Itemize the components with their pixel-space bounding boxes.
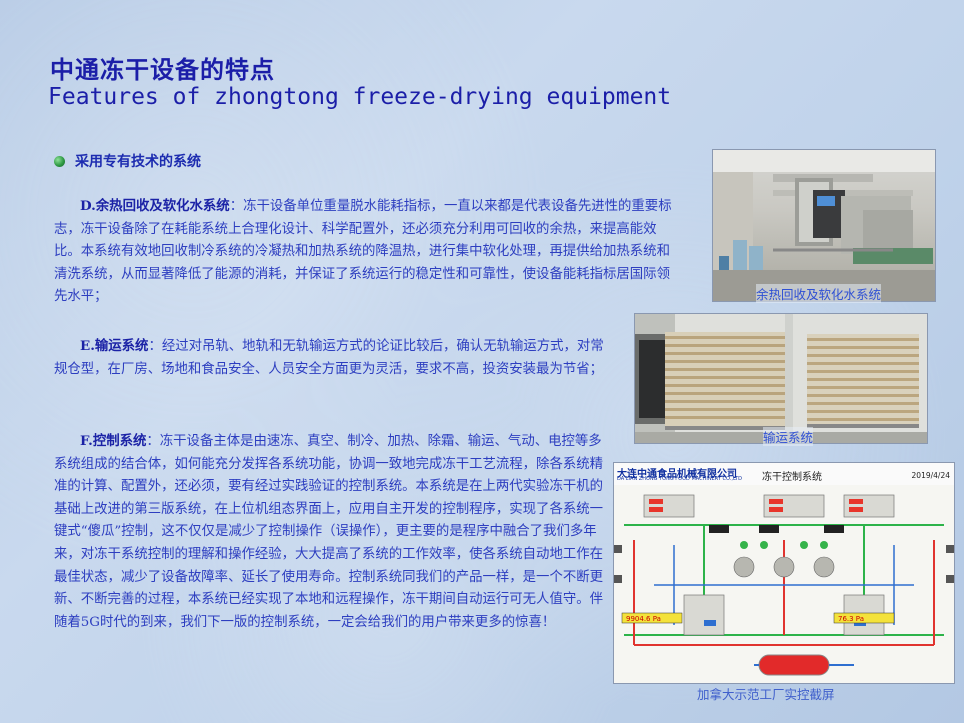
control-screenshot: 大连中通食品机械有限公司 DA LIAN ZHONG TONG FOOD MAC… xyxy=(613,462,955,684)
transport-photo xyxy=(634,313,928,444)
transport-caption: 输运系统 xyxy=(763,427,814,446)
section-d-lead: D.余热回收及软化水系统 xyxy=(80,198,230,214)
section-e-sep: ： xyxy=(148,339,162,354)
scada-tank xyxy=(754,654,854,676)
cart-right xyxy=(807,334,919,428)
scada-pressure-2: 76.3 Pa xyxy=(838,615,864,623)
bullet-heading: 采用专有技术的系统 xyxy=(54,151,201,171)
section-d-sep: ： xyxy=(229,199,244,214)
transport-illustration xyxy=(635,314,927,443)
section-f-paragraph: F.控制系统：冻干设备主体是由速冻、真空、制冷、加热、除霜、输运、气动、电控等多… xyxy=(54,430,606,634)
section-f-lead: F.控制系统 xyxy=(80,433,147,449)
section-e-body: 经过对吊轨、地轨和无轨输运方式的论证比较后，确认无轨输运方式，对常规仓型，在厂房… xyxy=(54,339,604,377)
section-d-paragraph: D.余热回收及软化水系统：冻干设备单位重量脱水能耗指标，一直以来都是代表设备先进… xyxy=(54,195,676,309)
cart-left xyxy=(665,332,785,430)
section-e-lead: E.输运系统 xyxy=(80,338,149,354)
page-title-cn: 中通冻干设备的特点 xyxy=(50,56,275,84)
section-f-body: 冻干设备主体是由速冻、真空、制冷、加热、除霜、输运、气动、电控等多系统组成的结合… xyxy=(54,434,604,630)
control-caption: 加拿大示范工厂实控截屏 xyxy=(697,687,835,702)
scada-diagram: 9904.6 Pa 76.3 Pa xyxy=(614,485,954,683)
page-title-en: Features of zhongtong freeze-drying equi… xyxy=(48,84,672,110)
section-f-sep: ： xyxy=(146,434,160,449)
scada-date: 2019/4/24 xyxy=(911,471,950,480)
bullet-heading-label: 采用专有技术的系统 xyxy=(75,154,201,170)
scada-title: 冻干控制系统 xyxy=(762,472,822,483)
scada-company-name-en: DA LIAN ZHONG TONG FOOD MACHINERY CO.,LT… xyxy=(617,476,742,482)
heat-recovery-caption: 余热回收及软化水系统 xyxy=(756,284,882,303)
scada-company-name: 大连中通食品机械有限公司 xyxy=(617,469,737,480)
section-e-paragraph: E.输运系统：经过对吊轨、地轨和无轨输运方式的论证比较后，确认无轨输运方式，对常… xyxy=(54,335,614,381)
bullet-dot-icon xyxy=(54,155,65,167)
scada-header: 大连中通食品机械有限公司 DA LIAN ZHONG TONG FOOD MAC… xyxy=(614,463,954,486)
heat-recovery-illustration xyxy=(713,150,935,301)
scada-pressure-1: 9904.6 Pa xyxy=(626,615,661,623)
heat-recovery-photo xyxy=(712,149,936,302)
section-d-body: 冻干设备单位重量脱水能耗指标，一直以来都是代表设备先进性的重要标志，冻干设备除了… xyxy=(54,199,672,305)
